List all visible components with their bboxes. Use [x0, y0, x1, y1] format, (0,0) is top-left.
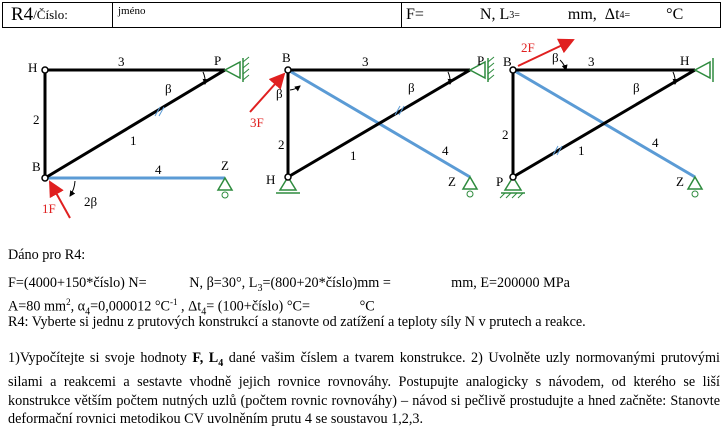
node-z-label: Z [221, 158, 229, 173]
member-1 [44, 68, 226, 180]
header-title-suffix: /Číslo: [33, 7, 68, 22]
force-2f-label: 2F [521, 40, 535, 55]
alpha-sub: 4 [85, 306, 91, 318]
area-sup: 2 [66, 297, 71, 307]
given-line-2: A=80 mm2, α4=0,000012 °C-1 , Δt4= (100+č… [8, 293, 375, 322]
node-z-label: Z [676, 174, 684, 189]
node-p-label: P [477, 53, 484, 68]
member-3-label: 3 [118, 54, 125, 69]
given-line-1: F=(4000+150*číslo) N= N, β=30°, L3=(800+… [8, 274, 570, 298]
structure-1: H P B Z 2 3 1 4 β 2β 1F [28, 53, 250, 219]
dt-sub: 4= [619, 9, 631, 21]
member-1 [287, 68, 471, 179]
node-b-label: B [32, 159, 41, 174]
structure-2: B P H Z 2 3 1 4 β β 3F [249, 50, 495, 198]
instructions-rest: dané vašim číslem a tvarem konstrukce. 2… [8, 350, 720, 428]
member-1-label: 1 [130, 133, 137, 148]
beta-and-l3: N, β=30°, L [189, 275, 258, 291]
member-2-label: 2 [278, 137, 285, 152]
node-p-label: P [496, 174, 503, 189]
instructions-start: 1)Vypočítejte si svoje hodnoty [8, 350, 193, 366]
alpha-value: =0,000012 °C [90, 298, 170, 315]
force-arrow-3f [249, 72, 286, 113]
mm-unit: mm, [567, 6, 597, 23]
node-z-label: Z [448, 174, 456, 189]
member-2-label: 2 [33, 112, 40, 127]
force-arrow-2f [517, 38, 575, 67]
area-value: A=80 mm [8, 298, 67, 315]
dt-formula: = (100+číslo) °C= [206, 298, 310, 315]
instructions-bold: F, L [192, 350, 219, 366]
pin-support-icon [223, 56, 250, 82]
force-1f-label: 1F [42, 201, 56, 216]
node-h-label: H [680, 53, 689, 68]
pin-support-icon [499, 175, 525, 199]
header-name-label: jméno [118, 5, 146, 17]
force-arrow-1f [49, 180, 71, 219]
header-title-cell: R4/Číslo: [3, 3, 113, 27]
node-h-label: H [266, 172, 275, 187]
beta-label-2: β [276, 86, 283, 101]
alpha-label: , α [70, 298, 86, 315]
instructions-paragraph: 1)Vypočítejte si svoje hodnoty F, L4 dan… [8, 349, 720, 429]
node-p-label: P [214, 53, 221, 68]
member-4-label: 4 [652, 135, 659, 150]
task-line: R4: Vyberte si jednu z prutových konstru… [8, 314, 586, 330]
c-unit: °C [666, 6, 684, 23]
node-h-label: H [28, 60, 37, 75]
dt-label: Δt [604, 6, 620, 23]
node-b-label: B [282, 50, 291, 65]
force-3f-label: 3F [250, 115, 264, 130]
beta-label-2: β [633, 80, 640, 95]
member-1-label: 1 [350, 148, 357, 163]
pin-support-icon [276, 175, 300, 194]
dt-sub: 4 [201, 306, 207, 318]
l3-subscript: 3 [257, 282, 263, 294]
n-unit: N, [479, 6, 496, 23]
force-formula: F=(4000+150*číslo) N= [8, 275, 147, 291]
member-2-label: 2 [502, 127, 509, 142]
beta-label: β [408, 80, 415, 95]
node-b-label: B [503, 54, 512, 69]
member-4-label: 4 [442, 143, 449, 158]
structure-3: B H P Z 2 3 1 4 β β 2F [496, 38, 714, 199]
given-heading: Dáno pro R4: [8, 247, 86, 263]
header-title: R4 [11, 4, 34, 25]
roller-support-icon [461, 175, 479, 198]
two-beta-label: 2β [84, 194, 98, 209]
pin-support-icon [468, 56, 495, 82]
alpha-sup: -1 [169, 297, 178, 307]
dt-unit: °C [359, 298, 375, 315]
l3-formula: =(800+20*číslo)mm = [262, 275, 391, 291]
l3-label: L [499, 6, 510, 23]
dt-label: , Δt [177, 298, 202, 315]
pin-support-icon [693, 58, 714, 82]
l3-sub: 3= [509, 9, 520, 21]
beta-label: β [165, 81, 172, 96]
header-name-cell: jméno [113, 3, 402, 27]
member-4-label: 4 [155, 162, 162, 177]
e-modulus: mm, E=200000 MPa [451, 275, 570, 291]
member-1-label: 1 [578, 143, 585, 158]
beta-label: β [552, 50, 559, 65]
member-3-label: 3 [362, 54, 369, 69]
instructions-bold-sub: 4 [218, 357, 224, 369]
structures-figure: H P B Z 2 3 1 4 β 2β 1F [28, 38, 714, 219]
member-1 [512, 68, 696, 179]
f-label: F= [406, 6, 424, 23]
member-3-label: 3 [588, 54, 595, 69]
roller-support-icon [216, 176, 234, 199]
roller-support-icon [686, 175, 704, 198]
